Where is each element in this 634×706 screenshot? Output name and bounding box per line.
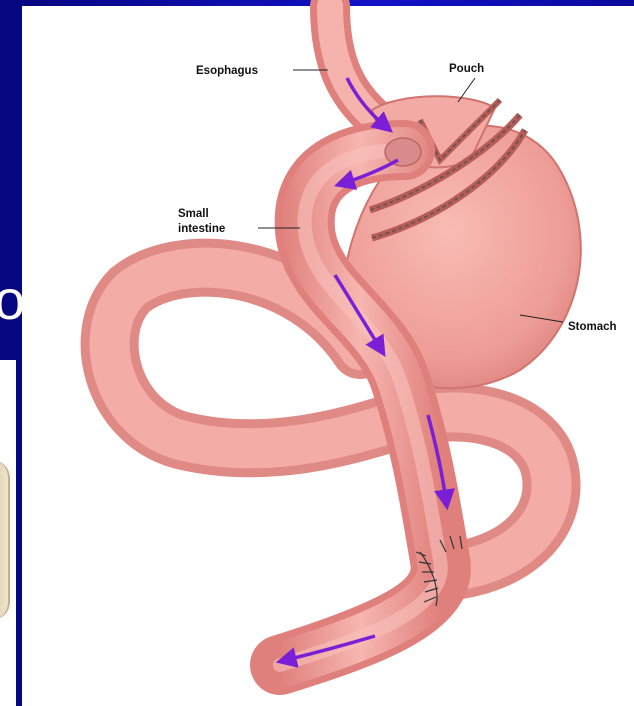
label-esophagus: Esophagus <box>196 65 258 77</box>
anastomosis-opening <box>385 138 421 166</box>
label-small-intestine-line1: Small <box>178 208 209 220</box>
label-small-intestine-line2: intestine <box>178 223 225 235</box>
label-pouch: Pouch <box>449 63 484 75</box>
label-stomach: Stomach <box>568 321 617 333</box>
